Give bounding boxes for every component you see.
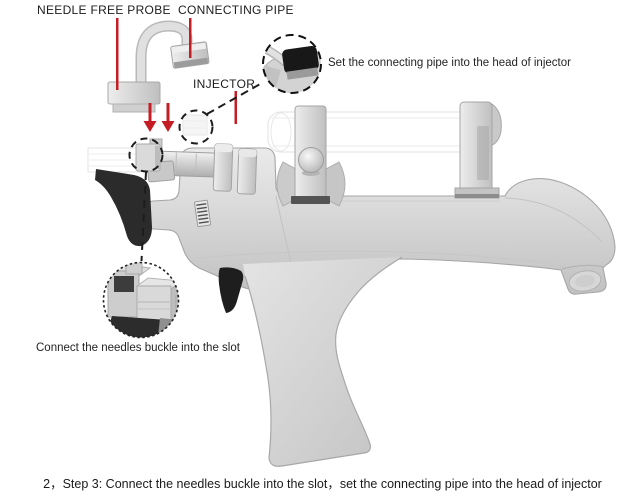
- injector-leader-line: [234, 91, 237, 124]
- rear-clamp-bracket: [454, 101, 502, 199]
- step-caption: 2，Step 3: Connect the needles buckle int…: [43, 477, 602, 491]
- probe-leader-line: [116, 18, 119, 90]
- grip-handle: [243, 256, 403, 467]
- injector-label: INJECTOR: [193, 77, 256, 91]
- inset-leader-bottom: [140, 171, 147, 262]
- dashed-circle-buckle-slot: [128, 137, 164, 173]
- injector-head-clamp-1: [212, 143, 234, 192]
- pipe-leader-line: [189, 18, 192, 58]
- red-down-arrow-icon: [143, 103, 157, 132]
- vent-grill: [194, 199, 212, 228]
- front-clamp-bracket: [276, 105, 346, 207]
- needle-buckle: [135, 138, 163, 172]
- connecting-pipe-label: CONNECTING PIPE: [178, 3, 294, 17]
- red-annotations: [116, 18, 237, 132]
- connect-buckle-annotation: Connect the needles buckle into the slot: [36, 342, 240, 354]
- dashed-highlights: [128, 82, 263, 262]
- trigger: [218, 267, 244, 313]
- zoom-inset-needle-buckle: [102, 261, 180, 339]
- needle-free-probe-part: [107, 20, 210, 113]
- clamp-knob: [298, 147, 324, 173]
- bottom-port: [568, 270, 602, 292]
- red-down-arrow-icon: [161, 103, 175, 132]
- nozzle-assembly: [135, 138, 258, 195]
- front-dark-clip: [95, 169, 152, 247]
- zoom-inset-connecting-pipe: [262, 34, 322, 94]
- needle-free-probe-label: NEEDLE FREE PROBE: [37, 3, 171, 17]
- dashed-circle-injector-head: [178, 109, 214, 145]
- injector-head-clamp-2: [236, 148, 258, 195]
- set-pipe-annotation: Set the connecting pipe into the head of…: [328, 57, 571, 69]
- inset-leader-top: [206, 82, 263, 115]
